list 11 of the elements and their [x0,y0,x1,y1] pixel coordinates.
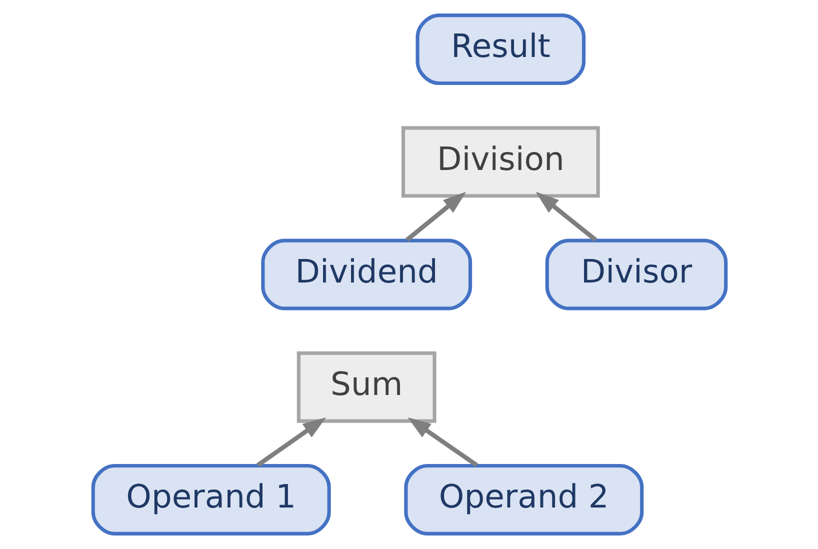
arrow [256,417,326,468]
node-box: Sum [296,351,436,423]
arrow [407,417,478,468]
node-box: Operand 2 [404,464,644,536]
node-box: Dividend [260,238,472,310]
node-box: Result [415,14,586,86]
node-box: Operand 1 [90,464,330,536]
node-box: Divisor [544,238,728,310]
node-box: Division [400,126,600,198]
arrow [535,192,597,242]
arrow [404,192,466,242]
